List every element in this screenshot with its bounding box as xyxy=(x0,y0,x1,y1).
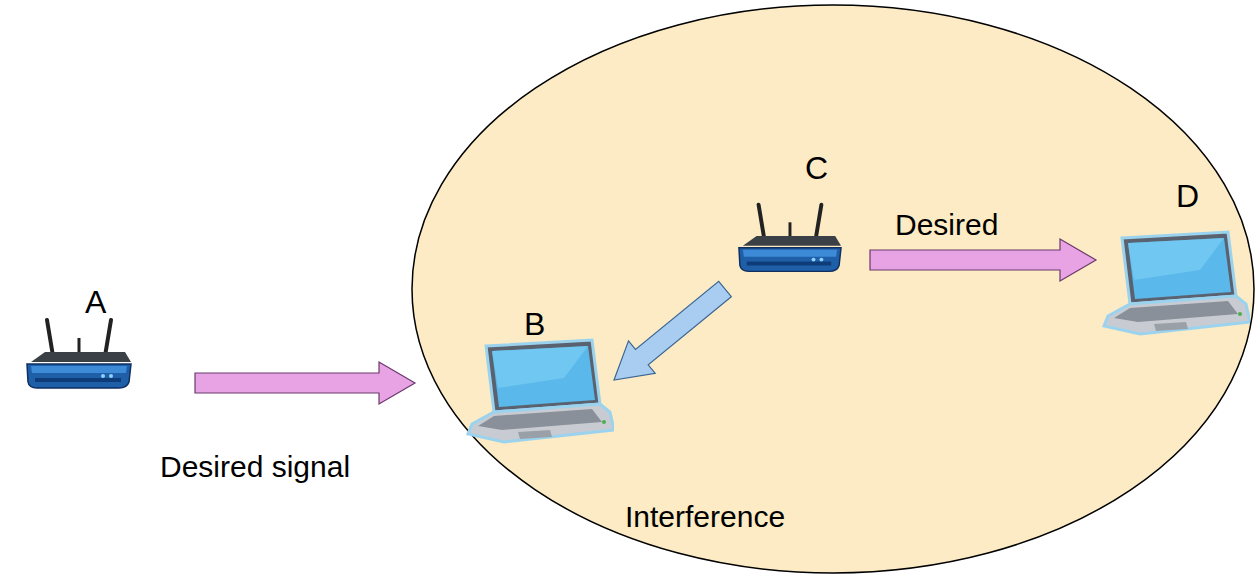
signal-arrow xyxy=(614,281,731,380)
device-label: A xyxy=(85,286,106,318)
device-node: D xyxy=(1098,180,1252,348)
signal-arrow xyxy=(195,362,415,404)
laptop-icon xyxy=(1100,230,1250,336)
signal-arrow xyxy=(870,239,1096,281)
device-node: B xyxy=(462,308,616,444)
device-node: C xyxy=(735,152,843,294)
router-icon xyxy=(735,202,843,274)
arrow-label: Interference xyxy=(625,500,785,533)
device-label: D xyxy=(1176,180,1199,212)
device-node: A xyxy=(15,278,130,390)
router-icon xyxy=(23,318,133,390)
coverage-ellipse xyxy=(412,5,1254,573)
device-label: C xyxy=(805,152,828,184)
laptop-icon xyxy=(464,338,614,444)
device-label: B xyxy=(524,308,545,340)
arrow-label: Desired signal xyxy=(160,450,350,483)
arrow-label: Desired xyxy=(895,208,998,241)
